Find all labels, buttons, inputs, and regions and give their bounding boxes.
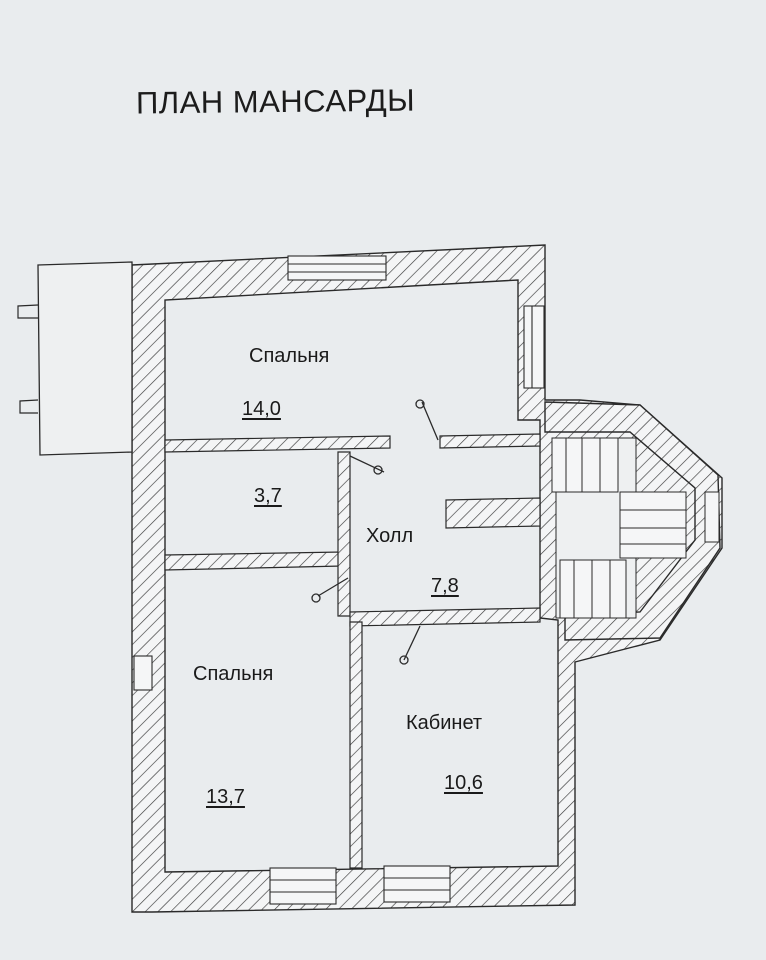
- interior-partitions: [164, 433, 541, 869]
- plan-title: ПЛАН МАНСАРДЫ: [135, 82, 416, 121]
- room-label-hall: Холл: [366, 525, 414, 547]
- door-marks: [311, 399, 439, 665]
- bay-window-frames: [551, 437, 720, 619]
- room-label-bedroom-top: Спальня: [249, 345, 330, 367]
- room-area-bedroom-top: 14,0: [242, 398, 281, 420]
- left-annex: [37, 261, 133, 456]
- room-area-storage: 3,7: [254, 485, 282, 507]
- room-label-bedroom-bottom: Спальня: [193, 663, 274, 685]
- wall-windows: [133, 255, 545, 905]
- room-area-hall: 7,8: [431, 575, 459, 597]
- room-area-office: 10,6: [444, 772, 483, 794]
- room-area-bedroom-bottom: 13,7: [206, 786, 245, 808]
- annex-step-bottom: [19, 399, 39, 414]
- room-label-office: Кабинет: [406, 712, 483, 734]
- annex-step-top: [17, 304, 39, 319]
